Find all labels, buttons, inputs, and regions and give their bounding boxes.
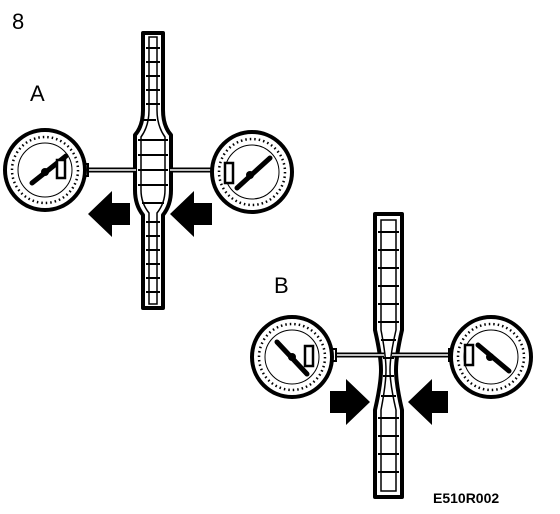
arrow-left-icon bbox=[88, 191, 130, 237]
panel-a-label: A bbox=[30, 81, 45, 106]
arrow-left-icon bbox=[170, 191, 212, 237]
belt-straight bbox=[373, 212, 404, 499]
gauge-icon bbox=[3, 128, 136, 212]
figure-code: E510R002 bbox=[433, 490, 499, 506]
gauge-icon bbox=[392, 315, 533, 399]
panel-a: A bbox=[3, 31, 294, 310]
belt-deflected bbox=[133, 31, 173, 310]
panel-b: B bbox=[250, 212, 533, 499]
figure-number: 8 bbox=[12, 9, 24, 34]
arrow-right-icon bbox=[330, 379, 370, 425]
gauge-icon bbox=[250, 315, 384, 399]
panel-b-label: B bbox=[274, 273, 289, 298]
gauge-icon bbox=[170, 130, 294, 214]
arrow-left-icon bbox=[408, 379, 448, 425]
